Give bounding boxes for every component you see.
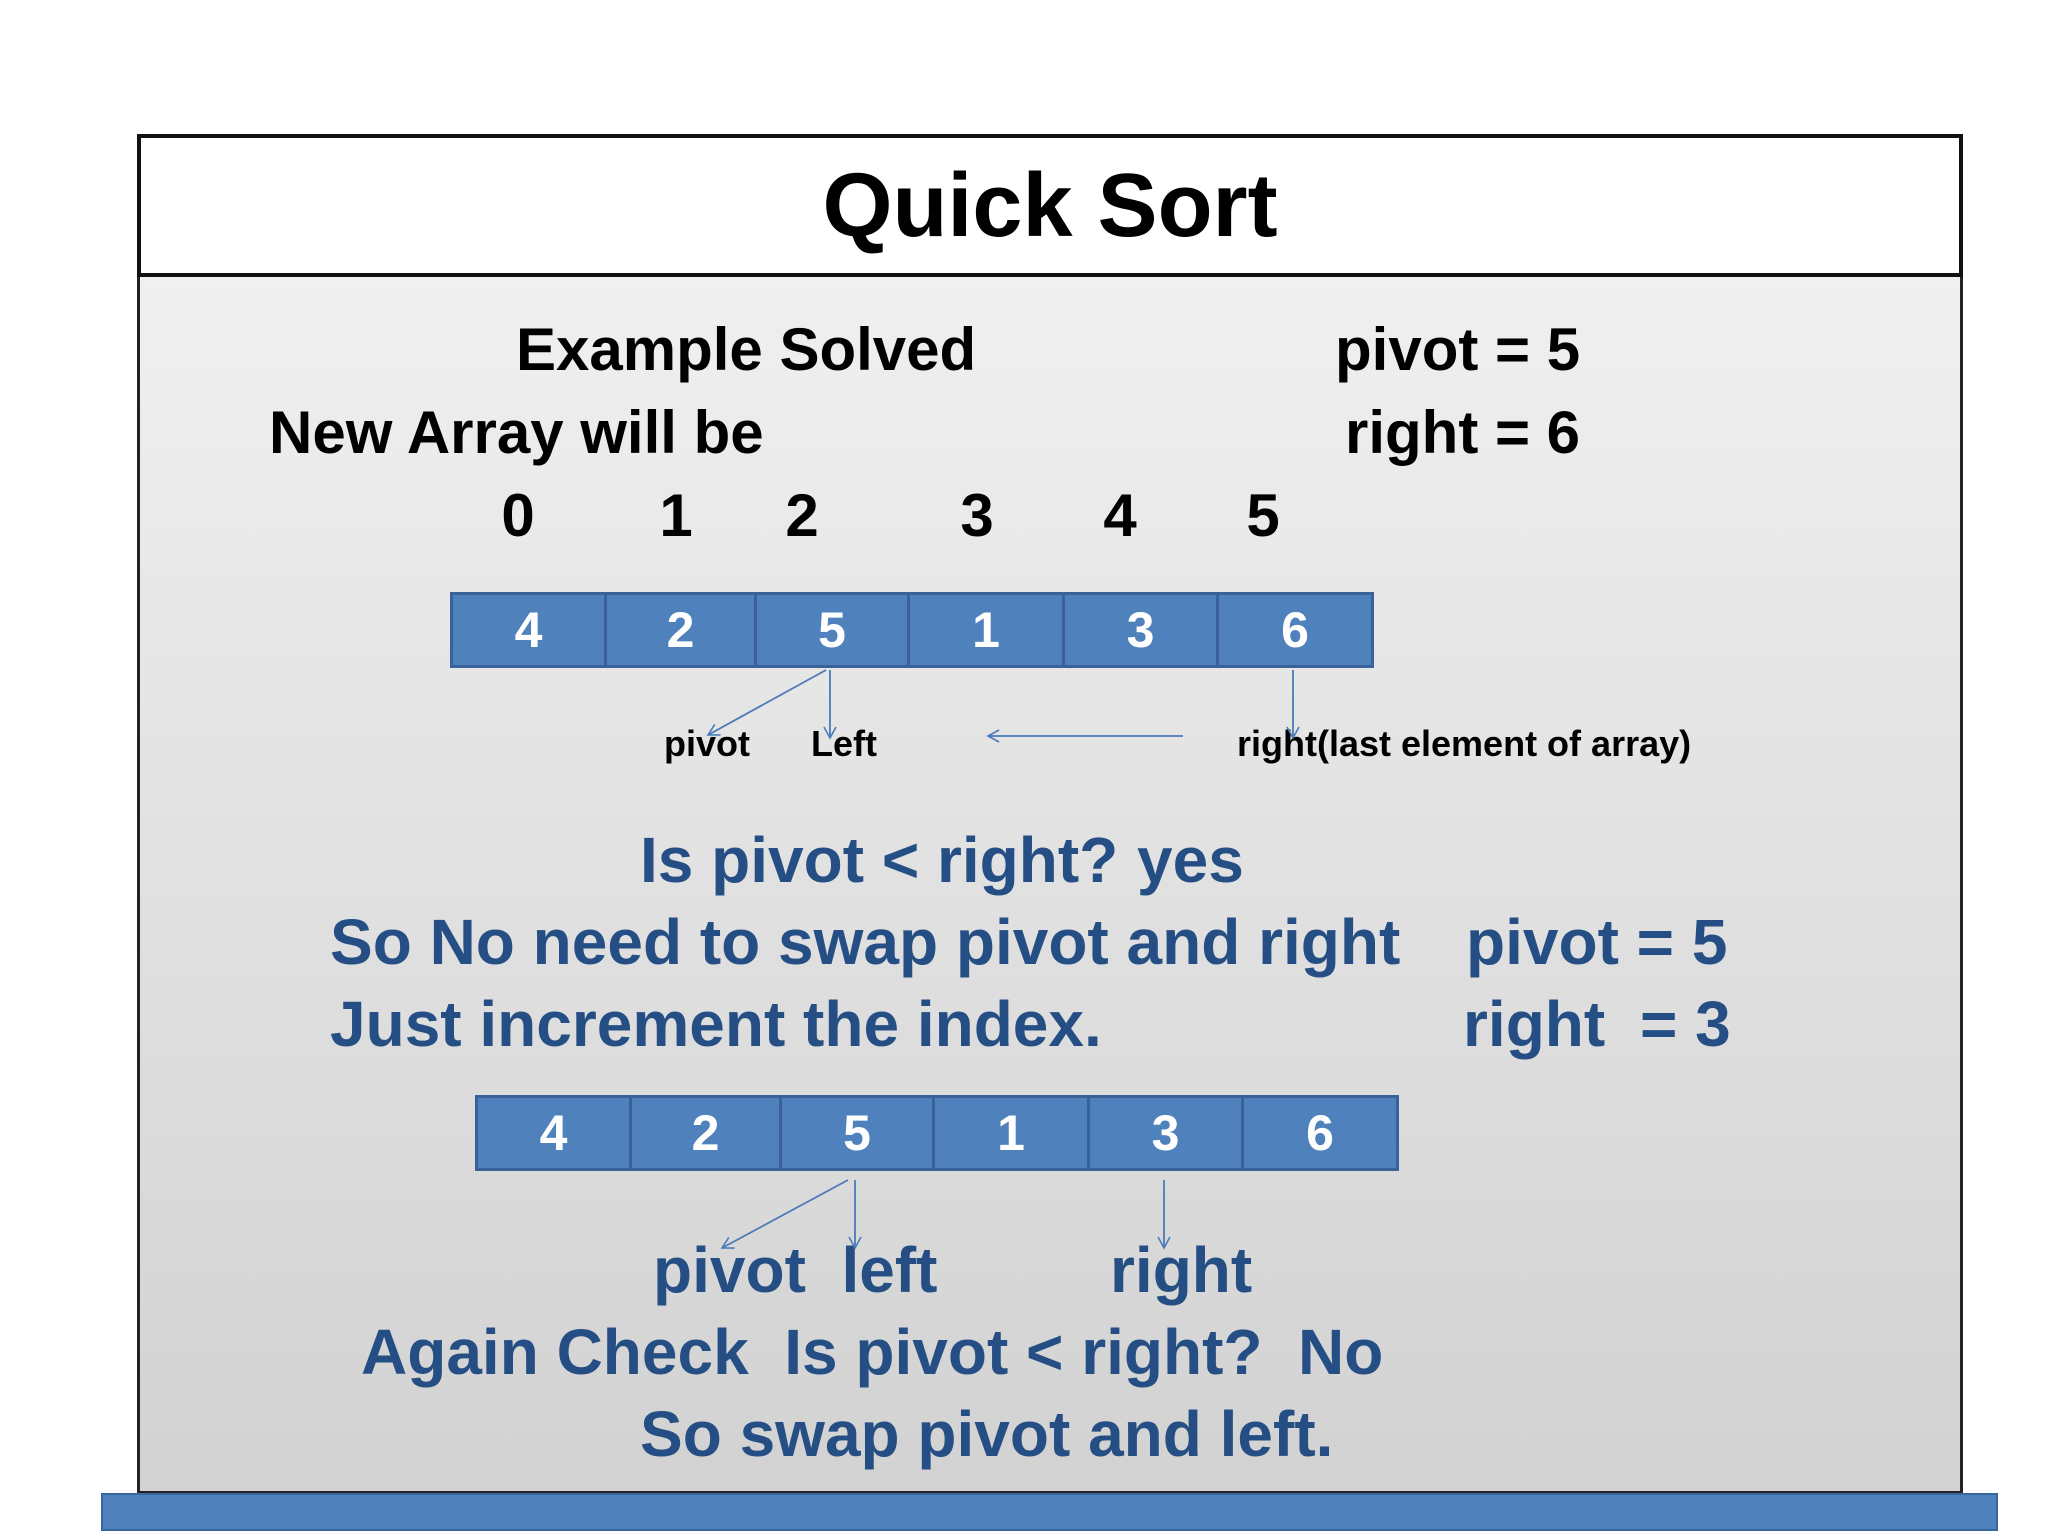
no-swap-line: So No need to swap pivot and right bbox=[330, 906, 1401, 978]
slide-background bbox=[137, 134, 1963, 1494]
array2-cell: 6 bbox=[1241, 1095, 1399, 1171]
array1-right-label: right(last element of array) bbox=[1237, 723, 1692, 764]
array1-cell: 4 bbox=[450, 592, 607, 668]
index-label: 4 bbox=[1103, 482, 1137, 549]
index-label: 3 bbox=[960, 482, 994, 549]
index-label: 0 bbox=[501, 482, 535, 549]
top-right-value: right = 6 bbox=[1345, 399, 1581, 466]
again-check-line: Again Check Is pivot < right? No bbox=[361, 1316, 1384, 1388]
array2-cell: 1 bbox=[932, 1095, 1090, 1171]
middle-right-word: right bbox=[1463, 988, 1606, 1060]
slide-title: Quick Sort bbox=[822, 155, 1278, 256]
array1-cell: 2 bbox=[604, 592, 757, 668]
middle-right-value: = 3 bbox=[1640, 988, 1731, 1060]
title-box: Quick Sort bbox=[137, 134, 1963, 277]
index-label: 1 bbox=[659, 482, 693, 549]
array2-right-label: right bbox=[1110, 1234, 1253, 1306]
footer-bar bbox=[101, 1493, 1998, 1531]
swap-line: So swap pivot and left. bbox=[640, 1398, 1334, 1470]
index-label: 2 bbox=[785, 482, 819, 549]
array1-cell: 1 bbox=[907, 592, 1065, 668]
increment-line: Just increment the index. bbox=[330, 988, 1102, 1060]
pivot-answer: yes bbox=[1137, 824, 1244, 896]
top-pivot-value: pivot = 5 bbox=[1335, 316, 1581, 383]
pivot-question: Is pivot < right? bbox=[640, 824, 1119, 896]
array1-cell: 6 bbox=[1216, 592, 1374, 668]
example-heading: Example Solved bbox=[516, 316, 977, 383]
array2-cell: 2 bbox=[629, 1095, 782, 1171]
array1-cell: 5 bbox=[754, 592, 910, 668]
index-label: 5 bbox=[1246, 482, 1280, 549]
array2-pivot-arrow bbox=[720, 1179, 849, 1249]
array1-pivot-arrow bbox=[706, 669, 827, 736]
new-array-label: New Array will be bbox=[269, 399, 764, 466]
middle-pivot-value: pivot = 5 bbox=[1466, 906, 1728, 978]
array1-left-label: Left bbox=[811, 723, 877, 764]
